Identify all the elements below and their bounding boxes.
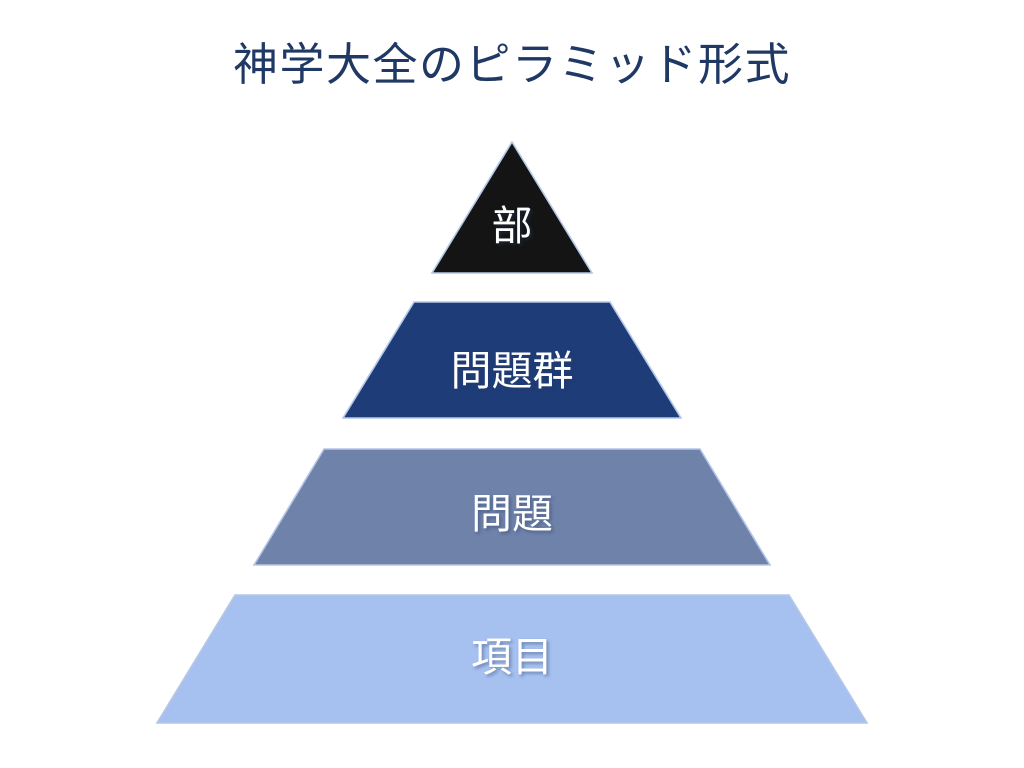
page-title: 神学大全のピラミッド形式 — [232, 39, 791, 90]
pyramid-level-question-group-shape — [341, 301, 683, 419]
pyramid-level-article-label: 項目 — [471, 634, 553, 680]
pyramid-level-question-shape — [252, 448, 772, 566]
pyramid-level-article-shape — [155, 594, 869, 724]
pyramid-level-part-label: 部 — [492, 203, 533, 249]
pyramid-level-question-group-label: 問題群 — [451, 348, 574, 394]
pyramid-level-part-shape — [430, 140, 594, 274]
pyramid-level-question-label: 問題 — [471, 491, 553, 537]
